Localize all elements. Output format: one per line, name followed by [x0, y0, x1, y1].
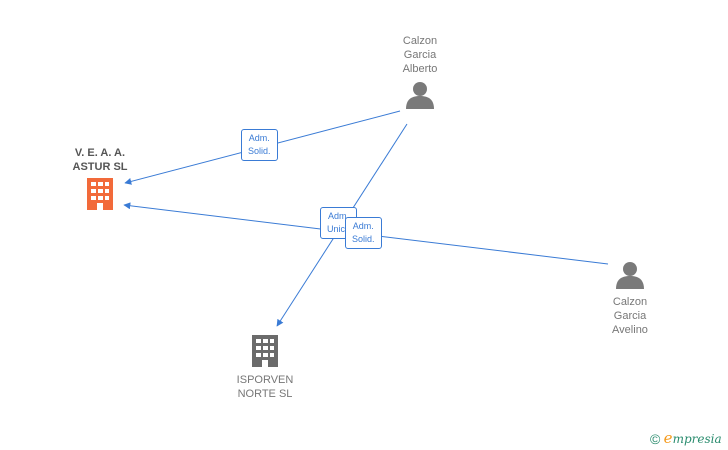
company-node-isporven[interactable]: ISPORVEN NORTE SL: [220, 334, 310, 401]
edge-label-alberto-veaa[interactable]: Adm. Solid.: [241, 129, 278, 161]
empresia-logo: © empresia: [650, 429, 722, 447]
person-label: Calzon Garcia Alberto: [402, 35, 438, 75]
brand-name: mpresia: [672, 432, 722, 446]
brand-e: e: [663, 429, 673, 447]
building-icon: [252, 335, 278, 367]
person-node-avelino[interactable]: Calzon Garcia Avelino: [588, 261, 672, 337]
company-label: V. E. A. A. ASTUR SL: [72, 147, 128, 173]
person-label: Calzon Garcia Avelino: [612, 296, 648, 336]
company-node-veaa[interactable]: V. E. A. A. ASTUR SL: [55, 146, 145, 211]
person-icon: [616, 262, 644, 289]
building-icon: [87, 178, 113, 210]
edge-label-avelino-veaa[interactable]: Adm. Solid.: [345, 217, 382, 249]
company-label: ISPORVEN NORTE SL: [236, 374, 294, 400]
person-icon: [406, 82, 434, 109]
copyright-symbol: ©: [650, 431, 661, 447]
person-node-alberto[interactable]: Calzon Garcia Alberto: [378, 34, 462, 109]
